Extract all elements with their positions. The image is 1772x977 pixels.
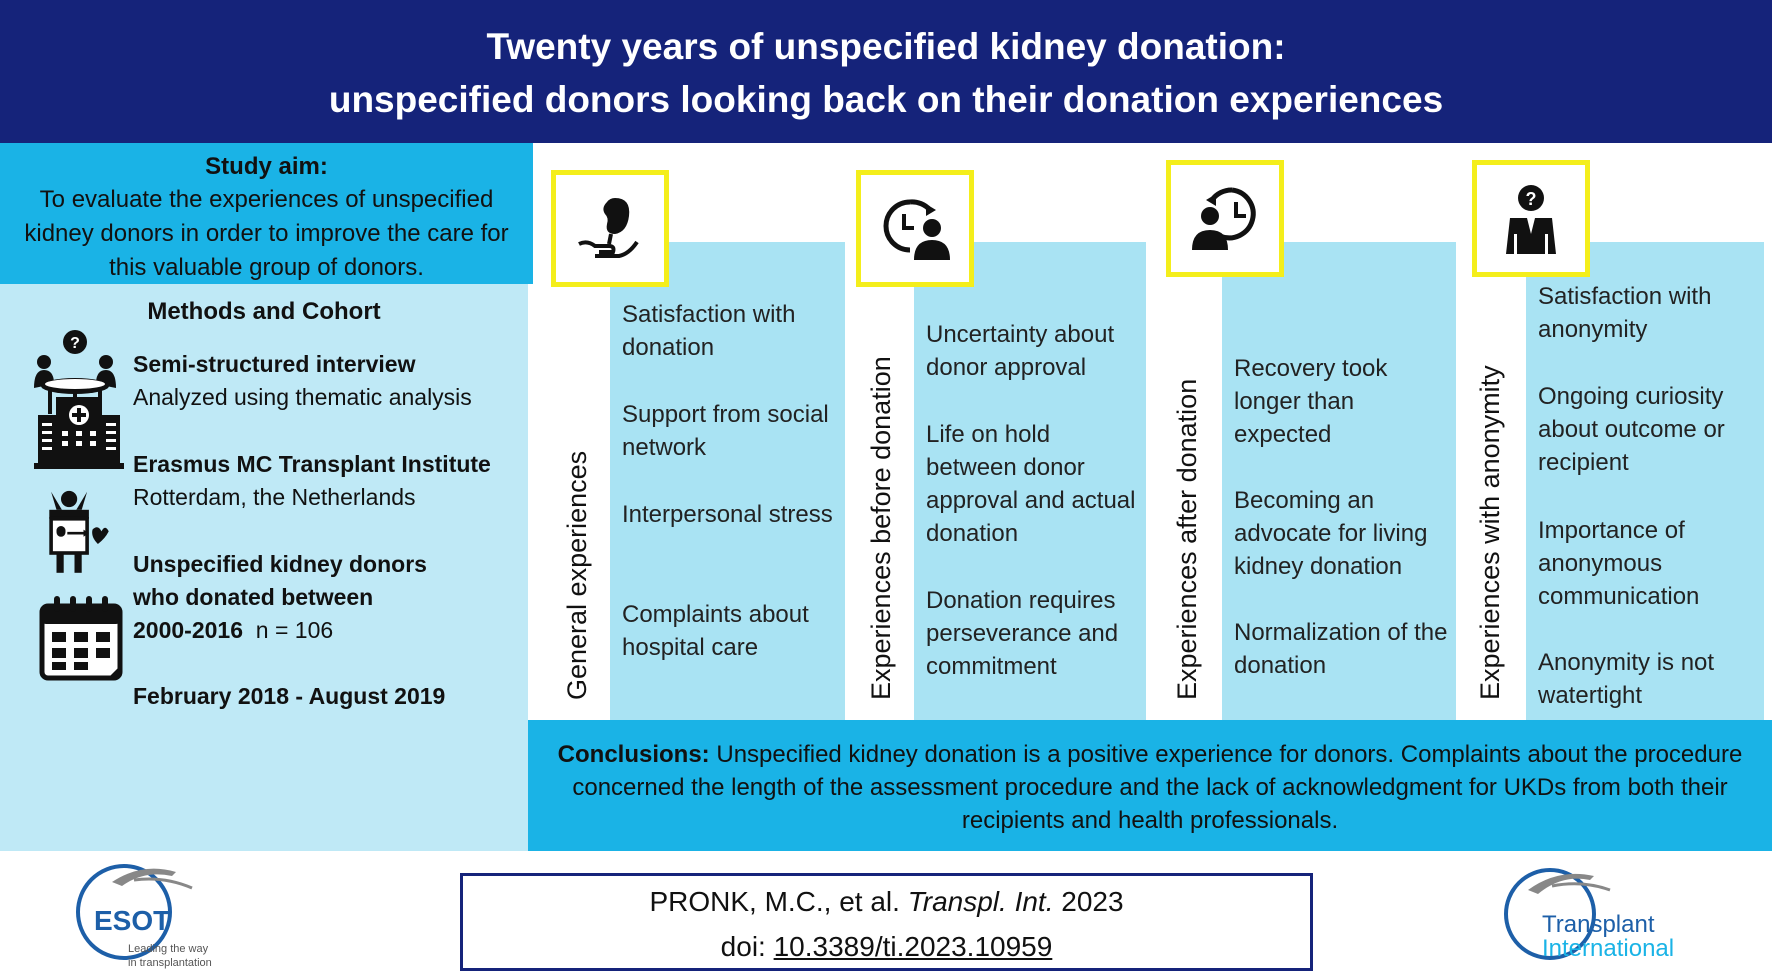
list-item: Normalization of the donation: [1234, 619, 1448, 679]
donor-person-icon: [49, 490, 109, 573]
list-item: Satisfaction with donation: [622, 301, 796, 361]
esot-tagline-2: in transplantation: [128, 957, 212, 969]
list-item: Uncertainty about donor approval: [926, 321, 1115, 381]
column-before-label: Experiences before donation: [866, 356, 896, 700]
column-after-items: Recovery took longer than expected Becom…: [1222, 242, 1456, 720]
column-anonymity-items: Satisfaction with anonymity Ongoing curi…: [1526, 242, 1764, 720]
method-interview-title: Semi-structured interview: [133, 351, 416, 377]
anonymous-person-icon-frame: ?: [1472, 160, 1590, 277]
methods-cohort-box: Methods and Cohort ?: [0, 284, 528, 851]
list-item: Importance of anonymous communication: [1538, 517, 1700, 610]
svg-text:?: ?: [70, 335, 80, 352]
kidney-hand-icon: [578, 198, 639, 258]
conclusions-text: Unspecified kidney donation is a positiv…: [572, 741, 1743, 834]
method-cohort-count: n = 106: [255, 617, 334, 643]
conclusions-box: Conclusions: Unspecified kidney donation…: [528, 720, 1772, 851]
method-period: February 2018 - August 2019: [133, 683, 446, 709]
study-aim-box: Study aim: To evaluate the experiences o…: [0, 143, 533, 284]
method-institute-title: Erasmus MC Transplant Institute: [133, 451, 491, 477]
method-interview-text: Semi-structured interview Analyzed using…: [133, 348, 472, 414]
list-item: Satisfaction with anonymity: [1538, 283, 1712, 343]
doi-label: doi:: [720, 931, 766, 962]
method-cohort-text: Unspecified kidney donors who donated be…: [133, 548, 427, 647]
citation-line: PRONK, M.C., et al. Transpl. Int. 2023: [463, 886, 1310, 918]
list-item: Life on hold between donor approval and …: [926, 421, 1136, 547]
title-line-1: Twenty years of unspecified kidney donat…: [486, 26, 1286, 67]
study-aim-text: To evaluate the experiences of unspecifi…: [24, 186, 509, 281]
person-clock-icon: [1192, 187, 1256, 250]
list-item: Ongoing curiosity about outcome or recip…: [1538, 383, 1725, 476]
conclusions-label: Conclusions:: [557, 741, 710, 768]
methods-title: Methods and Cohort: [147, 298, 381, 325]
title-line-2: unspecified donors looking back on their…: [328, 79, 1444, 120]
method-cohort-line2: who donated between: [133, 584, 374, 610]
list-item: Recovery took longer than expected: [1234, 355, 1388, 448]
transplant-international-logo: Transplant International: [1504, 868, 1674, 962]
method-period-text: February 2018 - August 2019: [133, 680, 445, 713]
list-item: Interpersonal stress: [622, 501, 833, 528]
anonymous-person-icon: ?: [1506, 185, 1556, 254]
column-general-label: General experiences: [562, 450, 592, 700]
esot-logo: ESOT Leading the way in transplantation: [76, 864, 212, 969]
method-institute-text: Erasmus MC Transplant Institute Rotterda…: [133, 448, 491, 514]
list-item: Donation requires perseverance and commi…: [926, 587, 1119, 680]
clock-person-icon: [883, 199, 950, 260]
svg-text:?: ?: [1526, 189, 1537, 209]
citation-box: PRONK, M.C., et al. Transpl. Int. 2023 d…: [460, 873, 1313, 971]
doi-line: doi: 10.3389/ti.2023.10959: [463, 931, 1310, 963]
citation-journal: Transpl. Int.: [907, 886, 1054, 917]
doi-link[interactable]: 10.3389/ti.2023.10959: [773, 931, 1053, 962]
citation-year: 2023: [1061, 886, 1124, 917]
method-cohort-line3: 2000-2016 n = 106: [133, 614, 427, 647]
column-before-items: Uncertainty about donor approval Life on…: [914, 242, 1146, 720]
esot-tagline-1: Leading the way: [128, 943, 209, 955]
esot-name: ESOT: [94, 905, 170, 936]
list-item: Becoming an advocate for living kidney d…: [1234, 487, 1428, 580]
calendar-icon: [39, 596, 123, 681]
column-general-items: Satisfaction with donation Support from …: [610, 242, 845, 720]
interview-table-icon: ?: [34, 330, 116, 414]
list-item: Complaints about hospital care: [622, 601, 809, 661]
method-cohort-line1: Unspecified kidney donors: [133, 551, 427, 577]
person-clock-icon-frame: [1166, 160, 1284, 277]
method-institute-location: Rotterdam, the Netherlands: [133, 484, 416, 510]
citation-authors: PRONK, M.C., et al.: [649, 886, 900, 917]
method-cohort-years: 2000-2016: [133, 617, 243, 643]
method-interview-detail: Analyzed using thematic analysis: [133, 384, 472, 410]
list-item: Anonymity is not watertight: [1538, 649, 1715, 709]
kidney-hand-icon-frame: [551, 170, 669, 287]
ti-line-1: Transplant: [1542, 911, 1655, 938]
list-item: Support from social network: [622, 401, 829, 461]
clock-person-icon-frame: [856, 170, 974, 287]
hospital-building-icon: [34, 397, 124, 469]
ti-line-2: International: [1542, 935, 1674, 962]
study-aim-title: Study aim:: [205, 153, 328, 180]
header-banner: Twenty years of unspecified kidney donat…: [0, 0, 1772, 143]
column-anonymity-label: Experiences with anonymity: [1475, 365, 1505, 700]
column-after-label: Experiences after donation: [1172, 378, 1202, 700]
